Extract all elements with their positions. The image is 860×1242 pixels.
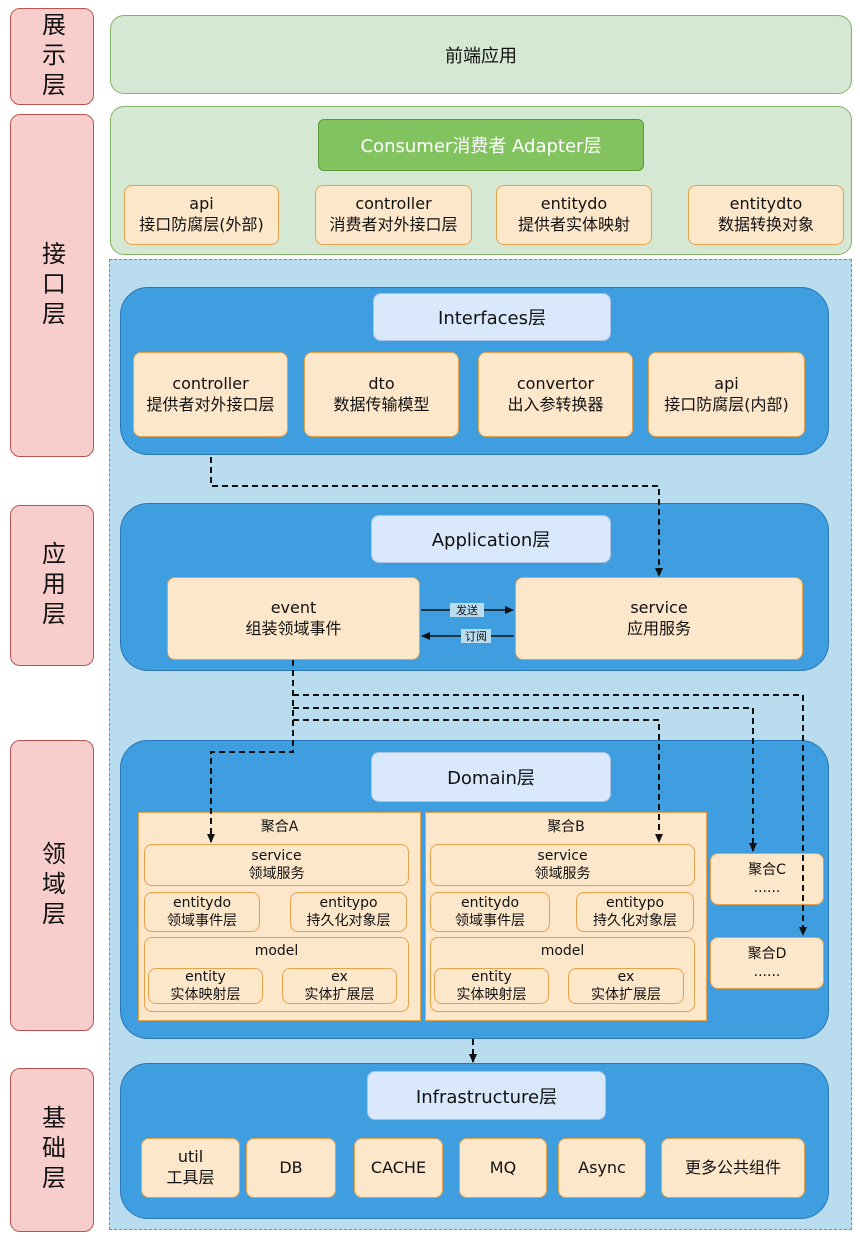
infrastructure-title: Infrastructure层 [367,1071,606,1120]
aggregate-b-title: 聚合B [547,819,585,835]
aggregate-c: 聚合C...... [710,853,824,905]
side-label-presentation: 展示层 [10,8,94,105]
side-label-domain: 领域层 [10,740,94,1031]
side-label-interface: 接口层 [10,114,94,457]
side-label-application: 应用层 [10,505,94,666]
application-title: Application层 [371,515,611,563]
interfaces-title: Interfaces层 [373,293,611,341]
infra-mq: MQ [459,1138,547,1198]
frontend-app: 前端应用 [110,15,852,94]
infra-cache: CACHE [354,1138,443,1198]
side-label-infrastructure: 基础层 [10,1068,94,1232]
infra-more: 更多公共组件 [661,1138,805,1198]
aggregate-a-title: 聚合A [260,819,299,835]
infra-async: Async [558,1138,646,1198]
adapter-title: Consumer消费者 Adapter层 [318,119,644,171]
aggregate-d: 聚合D...... [710,937,824,989]
domain-title: Domain层 [371,752,611,802]
infra-db: DB [246,1138,336,1198]
